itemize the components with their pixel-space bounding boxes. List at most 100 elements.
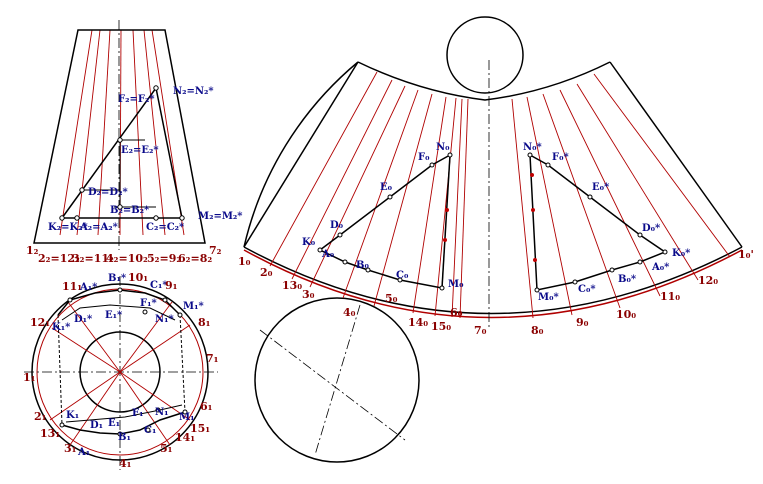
dev-section-right (529, 154, 667, 291)
label-n0-star: N₀* (523, 142, 543, 153)
section-inner-upper (61, 304, 176, 321)
label-m0-star: M₀* (538, 292, 559, 303)
label-n2: N₂=N₂* (173, 86, 214, 97)
top-view: B₁* 10₁ C₁* 9₁ 11₁ A₁* F₁* M₁* 8₁ 12₁ K₁… (23, 271, 219, 470)
label-e1-star: E₁* (105, 310, 123, 321)
label-7-0: 7₀ (474, 324, 487, 337)
label-f0: F₀ (418, 152, 430, 163)
label-2-1: 2₁ (34, 410, 47, 423)
label-b1-star: B₁* (108, 273, 127, 284)
label-13-1: 13₁ (40, 427, 60, 440)
label-f1-star: F₁* (140, 298, 157, 309)
label-2-0: 2₀ (260, 266, 273, 279)
label-e0: E₀ (380, 182, 393, 193)
label-8-1: 8₁ (198, 316, 211, 329)
fan-bottom-arc-red (243, 249, 743, 319)
label-b0-star: B₀* (618, 274, 637, 285)
label-13-0: 13₀ (282, 279, 302, 292)
label-m1: M₁ (179, 412, 194, 423)
label-k0: K₀ (302, 237, 316, 248)
fan-right-radius (609, 61, 743, 248)
label-3-2: 3₂=11₂ (72, 252, 114, 265)
label-4-1: 4₁ (119, 457, 132, 470)
bottom-circle-axis-2 (314, 304, 361, 456)
label-f1: F₁ (132, 408, 143, 419)
left-chord (57, 314, 63, 426)
label-4-2: 4₂=10₂ (106, 252, 148, 265)
label-15-0: 15₀ (431, 320, 451, 333)
front-view: N₂=N₂* F₂=F₂* E₂=E₂* D₂=D₂* B₂=B₂* M₂=M₂… (26, 20, 243, 265)
label-d1-star: D₁* (74, 314, 93, 325)
label-e1: E₁ (108, 418, 120, 429)
fan-radial-lines (269, 71, 731, 319)
label-1-1: 1₁ (23, 371, 36, 384)
label-5-1: 5₁ (160, 442, 173, 455)
fan-left-radius (243, 61, 359, 248)
label-a0-star: A₀* (651, 262, 670, 273)
label-c2: C₂=C₂* (146, 222, 185, 233)
label-1-0: 1₀ (238, 255, 251, 268)
label-11-0: 11₀ (660, 290, 680, 303)
label-3-0: 3₀ (302, 288, 315, 301)
label-1-2: 1₂ (26, 244, 39, 257)
label-k1-star: K₁* (52, 322, 71, 333)
label-m0: M₀ (448, 279, 464, 290)
label-3-1: 3₁ (64, 442, 77, 455)
label-k2: K₂=K₂* (48, 222, 89, 233)
label-7-1: 7₁ (206, 352, 219, 365)
label-a0: A₀ (321, 249, 335, 260)
label-6-2: 6₂=8₂ (178, 252, 212, 265)
label-5-2: 5₂=9₂ (147, 252, 181, 265)
label-k0-star: K₀* (672, 248, 691, 259)
label-m2: M₂=M₂* (198, 211, 243, 222)
fan-top-arc (357, 61, 611, 101)
label-e0-star: E₀* (592, 182, 610, 193)
development-view: N₀ F₀ E₀ D₀ K₀ A₀ B₀ C₀ M₀ N₀* F₀* E₀* D… (238, 16, 754, 463)
label-d0-star: D₀* (642, 223, 661, 234)
dev-section-left (318, 154, 451, 289)
label-f0-star: F₀* (552, 152, 569, 163)
label-a1: A₁ (77, 447, 90, 458)
label-n1: N₁ (155, 407, 169, 418)
frustum-outline (33, 29, 206, 244)
label-d0: D₀ (330, 220, 344, 231)
label-6-1: 6₁ (200, 400, 213, 413)
label-n0: N₀ (436, 142, 450, 153)
label-12-0: 12₀ (698, 274, 718, 287)
label-b0: B₀ (356, 260, 369, 271)
label-m1-star: M₁* (183, 301, 204, 312)
label-c0-star: C₀* (578, 284, 596, 295)
label-6-0: 6₀ (450, 306, 463, 319)
label-b1: B₁ (118, 432, 131, 443)
label-a1-star: A₁* (79, 282, 98, 293)
label-e2: E₂=E₂* (121, 145, 159, 156)
label-c1-star: C₁* (150, 280, 168, 291)
label-b2: B₂=B₂* (110, 205, 150, 216)
label-c1: C₁ (144, 425, 156, 436)
right-chord (179, 314, 186, 413)
label-1-0-prime: 1₀' (738, 248, 754, 261)
label-8-0: 8₀ (531, 324, 544, 337)
fan-bottom-arc (243, 246, 743, 315)
label-5-0: 5₀ (385, 292, 398, 305)
label-2-2: 2₂=12₂ (38, 252, 80, 265)
label-7-2: 7₂ (209, 244, 222, 257)
label-14-1: 14₁ (175, 431, 195, 444)
label-14-0: 14₀ (408, 316, 428, 329)
bottom-circle (254, 297, 420, 463)
section-cut-front (61, 86, 183, 219)
label-a2: A₂=A₂* (79, 222, 119, 233)
label-9-0: 9₀ (576, 316, 589, 329)
label-n1-star: N₁* (155, 314, 175, 325)
top-circle (446, 16, 524, 94)
label-9-1: 9₁ (165, 279, 178, 292)
label-10-0: 10₀ (616, 308, 636, 321)
label-c0: C₀ (396, 270, 409, 281)
fan-left-edge (243, 61, 359, 248)
label-d1: D₁ (90, 420, 103, 431)
dev-left-edge (441, 154, 451, 289)
label-k1: K₁ (66, 410, 79, 421)
section-inner-lower (65, 404, 183, 423)
